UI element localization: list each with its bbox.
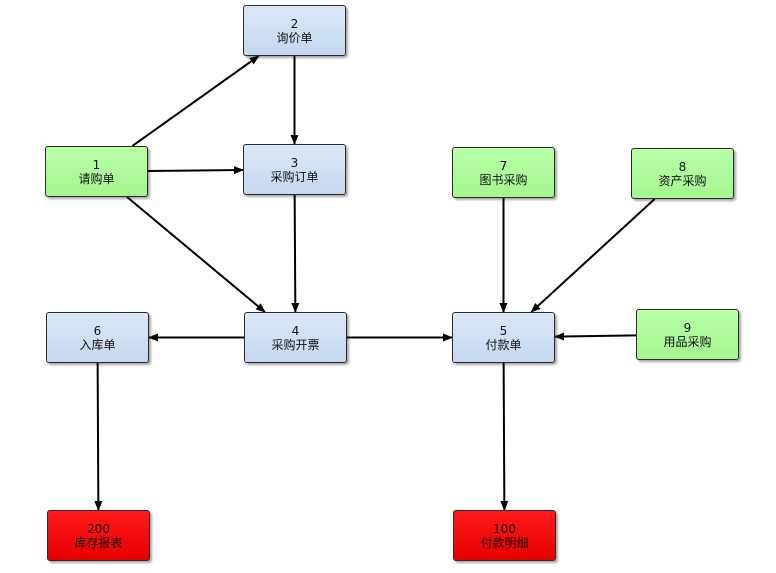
node-6-label: 入库单 — [79, 337, 116, 352]
node-8-id: 8 — [678, 159, 687, 174]
edge-1-to-3 — [147, 166, 244, 175]
node-8[interactable]: 8 资产采购 — [631, 148, 734, 199]
node-7[interactable]: 7 图书采购 — [452, 147, 555, 198]
node-7-label: 图书采购 — [479, 172, 528, 187]
edge-8-to-5 — [530, 198, 656, 313]
node-200-label: 库存报表 — [74, 535, 123, 550]
node-4-label: 采购开票 — [271, 337, 320, 352]
edge-5-to-100 — [500, 362, 509, 511]
node-9-label: 用品采购 — [663, 334, 712, 349]
node-2[interactable]: 2 询价单 — [243, 5, 346, 56]
node-3[interactable]: 3 采购订单 — [243, 144, 346, 195]
edge-1-to-2 — [131, 55, 260, 147]
edge-9-to-5 — [554, 332, 637, 341]
node-5[interactable]: 5 付款单 — [452, 312, 555, 363]
node-8-label: 资产采购 — [658, 173, 707, 188]
node-4[interactable]: 4 采购开票 — [244, 312, 347, 363]
edge-6-to-200 — [94, 362, 103, 511]
node-2-id: 2 — [290, 16, 299, 31]
node-5-label: 付款单 — [485, 337, 522, 352]
node-1[interactable]: 1 请购单 — [45, 146, 148, 197]
node-6[interactable]: 6 入库单 — [46, 312, 149, 363]
node-3-id: 3 — [290, 155, 299, 170]
node-200[interactable]: 200 库存报表 — [47, 510, 150, 561]
node-4-id: 4 — [291, 323, 300, 338]
node-100-id: 100 — [493, 521, 516, 536]
node-100-label: 付款明细 — [480, 535, 529, 550]
node-200-id: 200 — [87, 521, 110, 536]
edge-1-to-4 — [126, 196, 266, 313]
node-7-id: 7 — [499, 158, 508, 173]
node-1-id: 1 — [92, 157, 101, 172]
node-1-label: 请购单 — [78, 171, 115, 186]
node-9[interactable]: 9 用品采购 — [636, 309, 739, 360]
edge-3-to-4 — [291, 194, 300, 313]
node-3-label: 采购订单 — [270, 169, 319, 184]
node-2-label: 询价单 — [276, 30, 313, 45]
node-6-id: 6 — [93, 323, 102, 338]
node-100[interactable]: 100 付款明细 — [453, 510, 556, 561]
node-9-id: 9 — [683, 320, 692, 335]
node-5-id: 5 — [499, 323, 508, 338]
